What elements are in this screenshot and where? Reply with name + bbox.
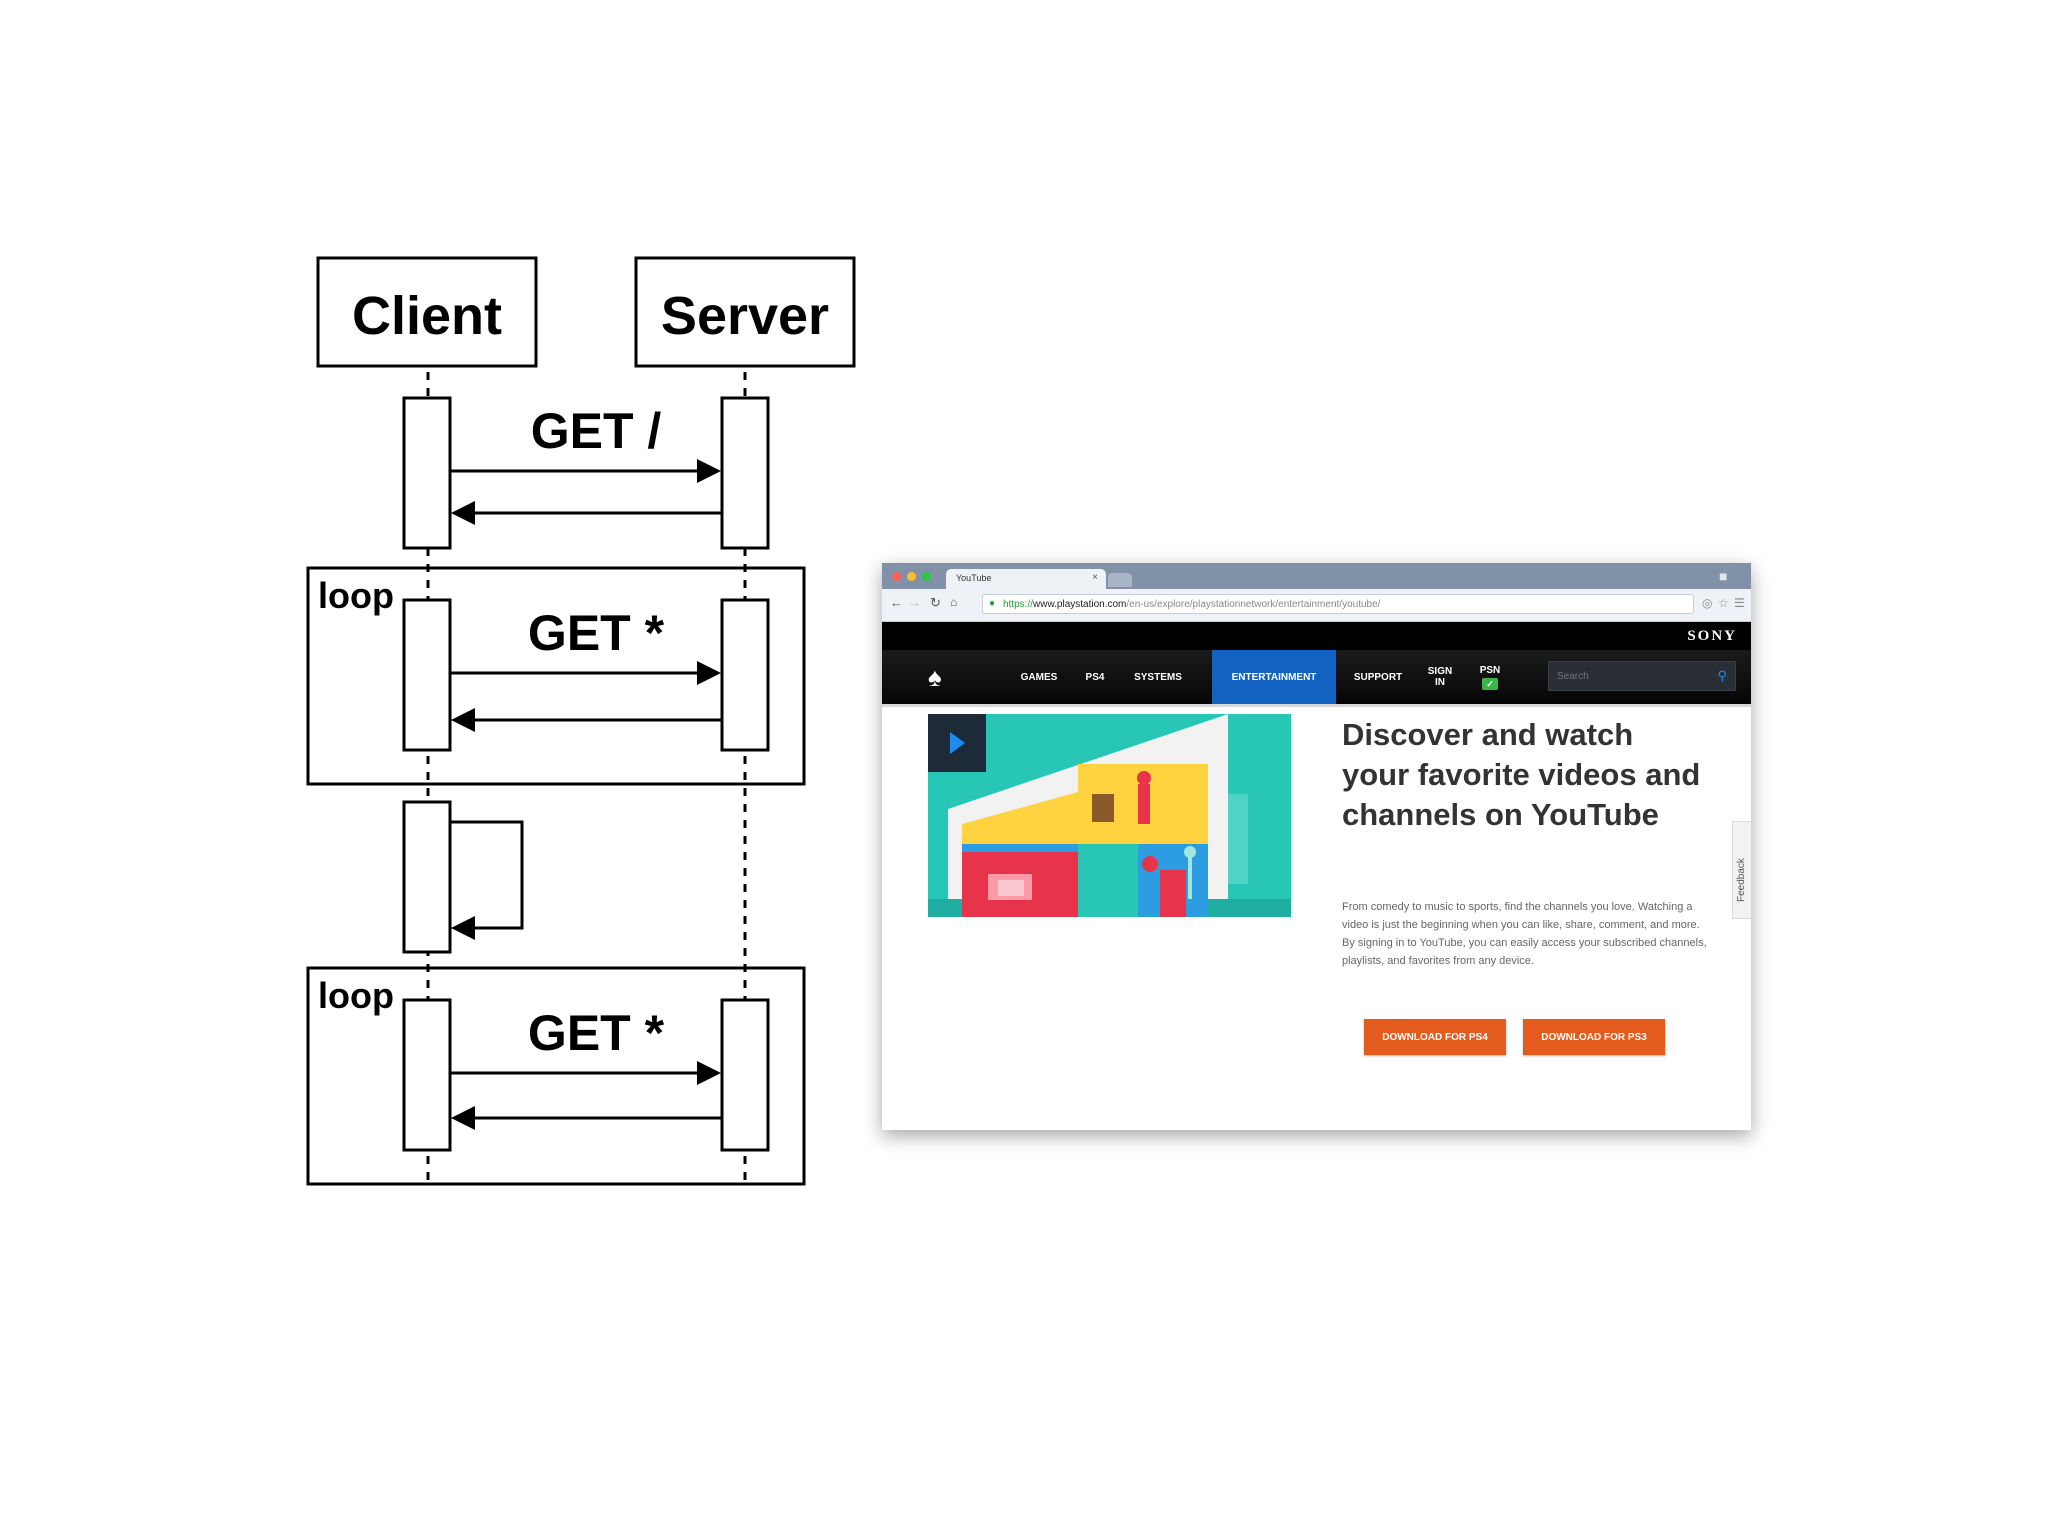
nav-sign-in[interactable]: SIGN IN: [1427, 666, 1453, 688]
nav-games[interactable]: GAMES: [1020, 671, 1058, 683]
server-activation-1: [720, 396, 770, 550]
client-activation-3: [402, 800, 452, 954]
download-ps3-button[interactable]: DOWNLOAD FOR PS3: [1523, 1019, 1665, 1055]
participant-server-label: Server: [661, 286, 829, 346]
url-host: www.playstation.com: [1033, 599, 1127, 610]
client-activation-2: [402, 598, 452, 752]
forward-arrow-icon[interactable]: →: [908, 595, 921, 610]
tab-close-icon[interactable]: ×: [1092, 572, 1098, 583]
url-field[interactable]: ● https://www.playstation.com/en-us/expl…: [982, 594, 1694, 614]
download-ps4-button[interactable]: DOWNLOAD FOR PS4: [1364, 1019, 1506, 1055]
client-activation-1: [402, 396, 452, 550]
browser-window: YouTube × ■ ← → ↻ ⌂ ● https://www.playst…: [882, 563, 1751, 1130]
self-call-arrow: [450, 820, 524, 940]
house-illustration: [928, 714, 1291, 917]
url-path: /en-us/explore/playstationnetwork/entert…: [1126, 599, 1381, 610]
home-icon[interactable]: ⌂: [950, 595, 958, 609]
server-activation-2: [720, 598, 770, 752]
search-placeholder: Search: [1557, 671, 1589, 682]
page-description: From comedy to music to sports, find the…: [1342, 901, 1707, 967]
participant-server: Server: [634, 256, 856, 368]
sony-bar: SONY: [882, 622, 1751, 650]
page-headline: Discover and watch your favorite videos …: [1342, 717, 1701, 832]
nav-support[interactable]: SUPPORT: [1353, 671, 1403, 683]
loop-label-2: loop: [318, 975, 394, 1016]
participant-client-label: Client: [352, 286, 502, 346]
url-scheme: https://: [1003, 599, 1034, 610]
nav-entertainment[interactable]: ENTERTAINMENT: [1212, 650, 1336, 704]
server-activation-4: [720, 998, 770, 1152]
loop-fragment-2: [306, 966, 806, 1186]
lock-icon: ●: [989, 598, 996, 609]
maximize-window-dot[interactable]: [922, 572, 931, 581]
nav-ps4[interactable]: PS4: [1085, 671, 1105, 683]
message-label-get-root: GET /: [531, 403, 662, 459]
browser-tab-bar: YouTube × ■: [882, 563, 1751, 589]
loop-fragment-1: [306, 566, 806, 786]
tab-title: YouTube: [956, 573, 992, 583]
loop-label-1: loop: [318, 575, 394, 616]
feedback-label: Feedback: [1736, 858, 1747, 902]
message-label-get-all-2: GET *: [528, 1005, 665, 1061]
playstation-logo-icon[interactable]: ♠: [928, 662, 942, 692]
nav-systems[interactable]: SYSTEMS: [1134, 671, 1182, 683]
nav-psn[interactable]: PSN ✓: [1479, 664, 1501, 690]
search-input[interactable]: Search ⚲: [1548, 661, 1736, 691]
participant-client: Client: [316, 256, 538, 368]
message-label-get-all-1: GET *: [528, 605, 665, 661]
address-bar: ← → ↻ ⌂ ● https://www.playstation.com/en…: [882, 589, 1751, 622]
sony-logo[interactable]: SONY: [1687, 628, 1737, 644]
play-icon[interactable]: [928, 714, 986, 772]
close-window-dot[interactable]: [892, 572, 901, 581]
menu-icon[interactable]: ☰: [1734, 596, 1745, 610]
back-arrow-icon[interactable]: ←: [890, 595, 903, 610]
search-icon[interactable]: ⚲: [1717, 668, 1727, 683]
extension-icon[interactable]: ◎: [1702, 596, 1713, 610]
hero-illustration[interactable]: [928, 714, 1291, 917]
bookmark-star-icon[interactable]: ☆: [1718, 596, 1729, 610]
new-tab-button[interactable]: [1108, 573, 1132, 587]
playstation-nav: ♠ GAMES PS4 SYSTEMS ENTERTAINMENT SUPPOR…: [882, 650, 1751, 707]
browser-tab[interactable]: YouTube ×: [946, 569, 1106, 589]
minimize-window-dot[interactable]: [907, 572, 916, 581]
feedback-tab[interactable]: Feedback: [1732, 821, 1751, 919]
profile-icon[interactable]: ■: [1719, 568, 1728, 584]
client-activation-4: [402, 998, 452, 1152]
psn-check-icon: ✓: [1482, 677, 1498, 690]
reload-icon[interactable]: ↻: [930, 595, 941, 610]
